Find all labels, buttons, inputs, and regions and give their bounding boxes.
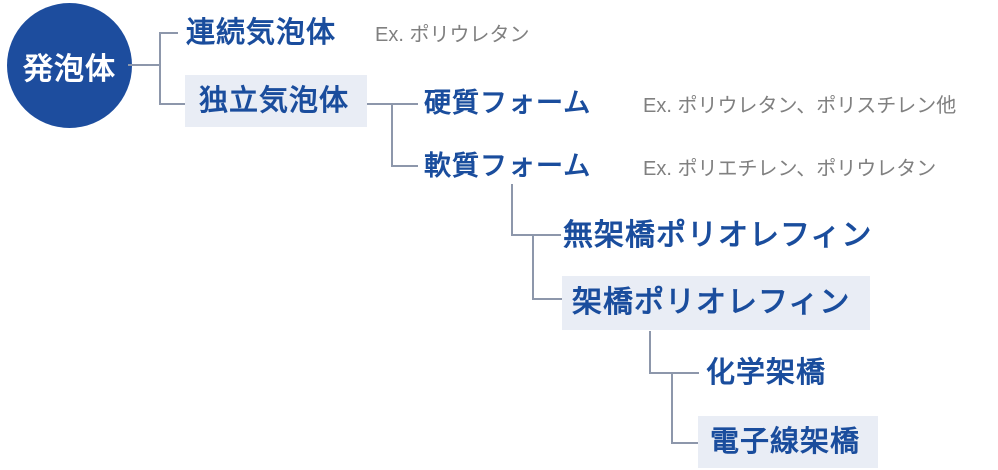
connector-stub-electron-beam <box>671 442 699 444</box>
connector-stub-closed-cell <box>159 103 186 105</box>
node-crosslinked-label: 架橋ポリオレフィン <box>572 286 851 319</box>
connector-trunk-2 <box>391 103 393 167</box>
connector-stub-open-cell <box>159 32 178 34</box>
connector-stub-non-crosslinked <box>511 234 561 236</box>
example-note-flexible-foam: Ex. ポリエチレン、ポリウレタン <box>643 158 937 180</box>
connector-trunk-6 <box>671 372 673 444</box>
node-closed-cell-box: 独立気泡体 <box>185 75 367 127</box>
connector-stub-flexible <box>391 165 418 167</box>
root-node-label: 発泡体 <box>23 52 116 86</box>
node-closed-cell-label: 独立気泡体 <box>199 84 350 117</box>
node-crosslinked-box: 架橋ポリオレフィン <box>562 276 870 330</box>
node-rigid-foam: 硬質フォーム <box>424 88 592 118</box>
node-open-cell: 連続気泡体 <box>186 17 337 49</box>
connector-stub-crosslinked <box>532 298 563 300</box>
node-electron-beam-label: 電子線架橋 <box>710 425 861 458</box>
connector-trunk-3 <box>511 184 513 236</box>
example-note-rigid-foam: Ex. ポリウレタン、ポリスチレン他 <box>643 95 957 117</box>
node-electron-beam-box: 電子線架橋 <box>698 416 878 468</box>
node-chemical-crosslink: 化学架橋 <box>706 357 827 389</box>
connector-stub-chemical <box>649 372 699 374</box>
node-non-crosslinked: 無架橋ポリオレフィン <box>563 219 873 252</box>
node-flexible-foam: 軟質フォーム <box>424 151 592 181</box>
connector-trunk-5 <box>649 331 651 374</box>
root-node-circle: 発泡体 <box>7 3 132 128</box>
connector-trunk-1 <box>159 32 161 105</box>
example-note-open-cell: Ex. ポリウレタン <box>375 24 530 46</box>
connector-root-trunk <box>128 64 161 66</box>
connector-trunk-4 <box>532 234 534 300</box>
